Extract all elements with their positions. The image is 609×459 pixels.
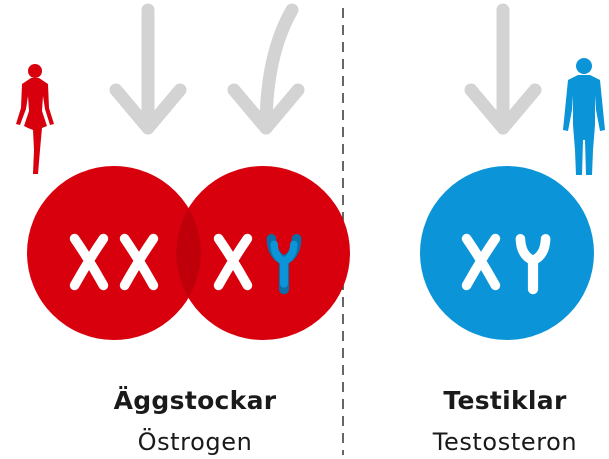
ovary-circle-xx (27, 166, 201, 340)
testosterone-label: Testosteron (405, 428, 605, 456)
ovary-circle-xy (176, 166, 350, 340)
arrow-down-icon (471, 10, 535, 128)
estrogen-label: Östrogen (80, 428, 310, 456)
ovaries-label: Äggstockar (80, 386, 310, 415)
male-figure-icon (563, 58, 605, 175)
arrow-down-icon (116, 10, 180, 128)
testes-label: Testiklar (405, 386, 605, 415)
female-figure-icon (16, 64, 54, 174)
testis-circle-xy (420, 166, 594, 340)
curved-arrow-icon (234, 10, 298, 128)
